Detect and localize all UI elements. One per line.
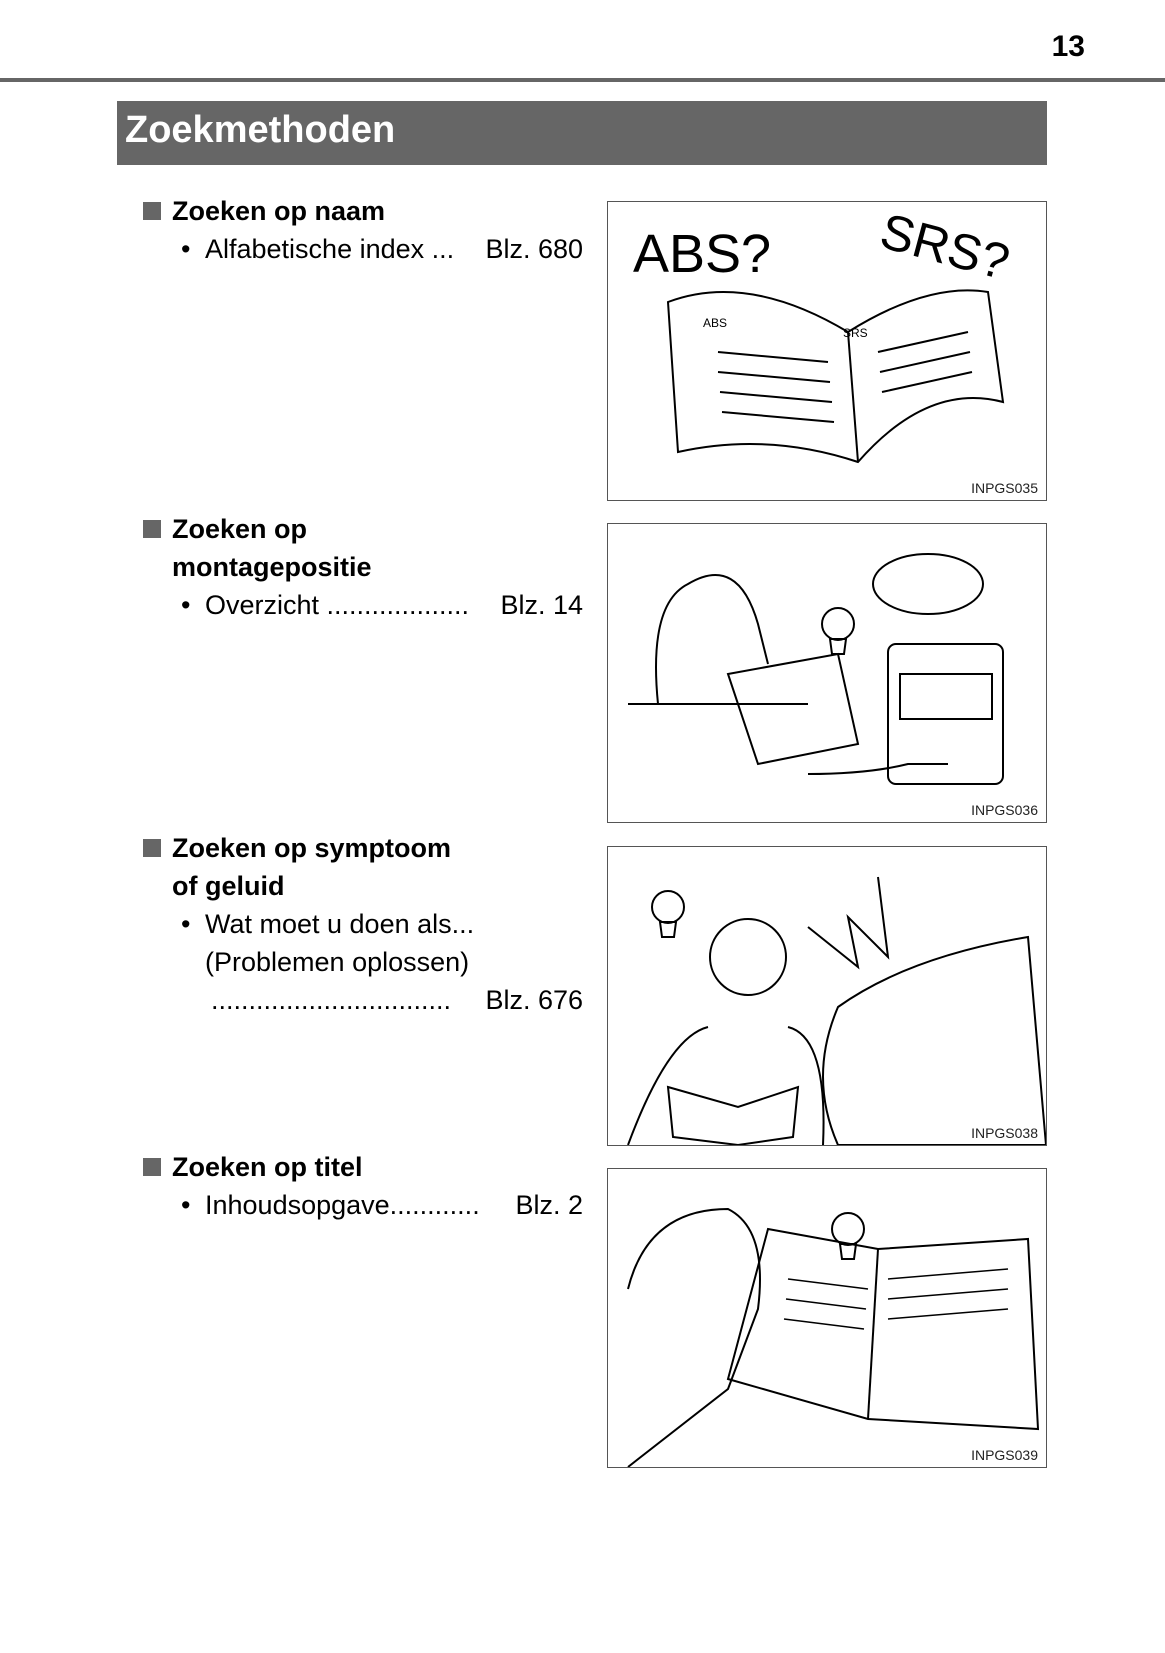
figure-code: INPGS039 [971,1447,1038,1463]
entry-label-line2: (Problemen oplossen) [205,947,470,977]
figure-dashboard: INPGS036 [607,523,1047,823]
contents-entry[interactable]: •Inhoudsopgave............Blz. 2 [143,1186,583,1224]
section-by-name: Zoeken op naam •Alfabetische index ...Bl… [143,192,583,268]
figure-code: INPGS038 [971,1125,1038,1141]
square-bullet-icon [143,839,161,857]
figure-contents: INPGS039 [607,1168,1047,1468]
square-bullet-icon [143,520,161,538]
svg-text:ABS?: ABS? [633,224,771,284]
section-heading: Zoeken op [172,514,308,544]
square-bullet-icon [143,1158,161,1176]
leader-dots: ... [424,234,455,264]
index-entry[interactable]: •Alfabetische index ...Blz. 680 [143,230,583,268]
section-heading-line2: of geluid [172,871,285,901]
page-ref[interactable]: Blz. 14 [500,590,583,620]
section-heading-line2: montagepositie [172,552,372,582]
leader-dots: ................... [319,590,470,620]
svg-text:SRS: SRS [843,326,868,340]
entry-label: Overzicht [205,590,320,620]
page-title: Zoekmethoden [125,109,396,151]
entry-label: Alfabetische index [205,234,425,264]
driver-dashboard-illustration [628,553,1004,785]
title-banner: Zoekmethoden [117,101,1047,165]
open-book-illustration: ABS? SRS? ABS SRS [633,203,1016,464]
entry-label: Inhoudsopgave [205,1190,390,1220]
page-ref[interactable]: Blz. 680 [485,234,583,264]
figure-book-index: ABS? SRS? ABS SRS INPGS035 [607,201,1047,501]
troubleshooting-entry[interactable]: •Wat moet u doen als...(Problemen oploss… [143,905,583,1019]
man-reading-car-noise-illustration [627,876,1046,1145]
page-ref[interactable]: Blz. 2 [515,1190,583,1220]
square-bullet-icon [143,202,161,220]
section-heading: Zoeken op symptoom [172,833,452,863]
svg-text:ABS: ABS [703,316,727,330]
svg-text:SRS?: SRS? [875,203,1016,291]
overview-entry[interactable]: •Overzicht ...................Blz. 14 [143,586,583,624]
section-heading: Zoeken op naam [172,196,386,226]
entry-label: Wat moet u doen als... [205,909,475,939]
person-reading-contents-illustration [627,1207,1040,1467]
leader-dots: ............ [389,1190,480,1220]
leader-dots: ................................ [211,985,452,1015]
section-by-title: Zoeken op titel •Inhoudsopgave..........… [143,1148,583,1224]
section-heading: Zoeken op titel [172,1152,363,1182]
section-by-symptom: Zoeken op symptoom of geluid •Wat moet u … [143,829,583,1019]
figure-code: INPGS035 [971,480,1038,496]
page-ref[interactable]: Blz. 676 [485,985,583,1015]
page-number: 13 [1051,30,1085,63]
figure-symptom: INPGS038 [607,846,1047,1146]
figure-code: INPGS036 [971,802,1038,818]
header-rule [0,78,1165,82]
